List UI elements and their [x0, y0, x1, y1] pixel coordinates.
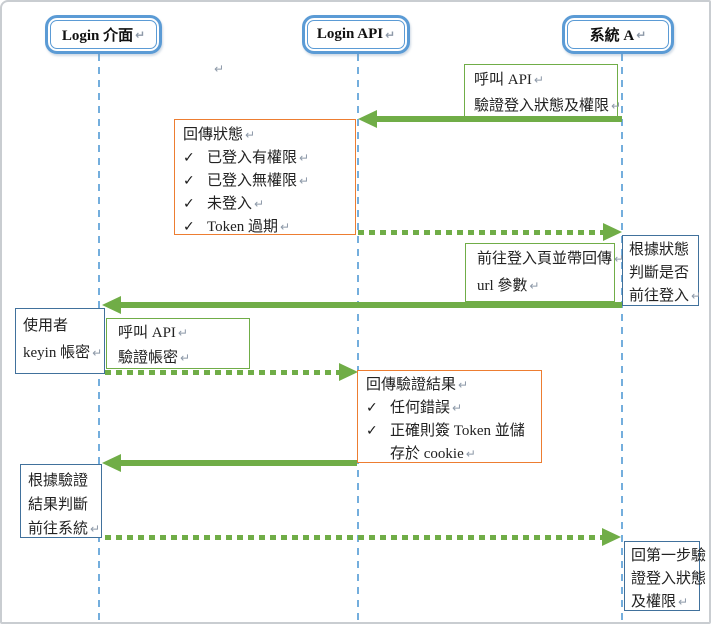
checkmark-icon: ✓ [366, 400, 378, 416]
note-line: 根據驗證 [28, 473, 89, 489]
note-line: 已登入無權限 [207, 173, 298, 189]
checkmark-icon: ✓ [183, 173, 195, 189]
return-mark-icon: ↵ [385, 27, 396, 42]
return-mark-icon: ↵ [135, 27, 146, 42]
lifeline-login-api [357, 54, 359, 622]
note-title: 回傳驗證結果 [366, 377, 457, 393]
return-mark-icon: ↵ [533, 73, 544, 87]
note-line: 驗證帳密 [118, 350, 179, 366]
return-mark-icon: ↵ [611, 99, 622, 113]
actor-system-a: 系統 A↵ [562, 15, 674, 54]
actor-login-api-label: Login API [316, 26, 384, 42]
return-mark-icon: ↵ [465, 447, 476, 461]
actor-login-ui-label: Login 介面 [61, 28, 134, 44]
arrow-return-result-head-icon [102, 454, 121, 472]
note-goto-login-page: 前往登入頁並帶回傳↵ url 參數↵ [465, 243, 624, 302]
note-line: 前往系統 [28, 521, 89, 537]
note-back-to-step1-verify: 回第一步驗 證登入狀態 及權限↵ [624, 541, 707, 611]
return-mark-icon: ↵ [452, 401, 463, 415]
arrow-redirect-login-head-icon [102, 296, 121, 314]
note-line: 未登入 [207, 196, 253, 212]
note-line: 使用者 [23, 318, 69, 334]
note-line: 根據狀態 [629, 242, 690, 258]
actor-login-ui: Login 介面↵ [45, 15, 162, 54]
return-mark-icon: ↵ [691, 289, 702, 303]
arrow-redirect-login-line [118, 302, 622, 308]
return-mark-icon: ↵ [299, 151, 310, 165]
checkmark-icon: ✓ [366, 423, 378, 439]
note-line: url 參數 [477, 278, 528, 294]
lifeline-system-a [621, 54, 623, 622]
note-judge-result-goto-system: 根據驗證 結果判斷 前往系統↵ [20, 464, 102, 538]
actor-system-a-label: 系統 A [589, 28, 635, 44]
note-title: 回傳狀態 [183, 127, 244, 143]
note-line: 前往登入頁並帶回傳 [477, 251, 613, 267]
note-call-api-verify-account: 呼叫 API↵ 驗證帳密↵ [106, 318, 250, 369]
arrow-goto-system-head-icon [602, 528, 621, 546]
arrow-call-api-line [374, 116, 622, 122]
note-line: keyin 帳密 [23, 345, 91, 361]
note-line: 驗證登入狀態及權限 [474, 98, 610, 114]
checkmark-icon: ✓ [183, 219, 195, 235]
note-line: 判斷是否 [629, 265, 690, 281]
return-mark-icon: ↵ [177, 326, 188, 340]
note-judge-goto-login: 根據狀態 判斷是否 前往登入↵ [622, 235, 702, 306]
arrow-return-result-line [118, 460, 357, 466]
arrow-submit-credentials-head-icon [339, 363, 358, 381]
note-line: 呼叫 API [474, 72, 532, 88]
note-line: 回第一步驗 [631, 548, 707, 564]
actor-login-api: Login API↵ [302, 15, 410, 54]
checkmark-icon: ✓ [183, 196, 195, 212]
note-call-api-verify-status: 呼叫 API↵ 驗證登入狀態及權限↵ [464, 64, 622, 119]
return-mark-icon: ↵ [299, 174, 310, 188]
note-line: Token 過期 [207, 219, 279, 235]
return-mark-icon: ↵ [254, 197, 265, 211]
return-mark-icon: ↵ [214, 62, 225, 76]
checkmark-icon: ✓ [183, 150, 195, 166]
return-mark-icon: ↵ [636, 27, 647, 42]
return-mark-icon: ↵ [458, 378, 469, 392]
note-return-status: 回傳狀態↵ ✓已登入有權限↵ ✓已登入無權限↵ ✓未登入↵ ✓Token 過期↵ [174, 119, 356, 235]
arrow-submit-credentials-line [105, 370, 341, 375]
return-mark-icon: ↵ [92, 346, 103, 360]
note-line: 任何錯誤 [390, 400, 451, 416]
arrow-return-status-head-icon [603, 223, 622, 241]
return-mark-icon: ↵ [90, 522, 101, 536]
note-line: 呼叫 API [118, 325, 176, 341]
note-line: 證登入狀態 [631, 571, 707, 587]
return-mark-icon: ↵ [280, 220, 291, 234]
arrow-return-status-line [358, 230, 605, 235]
note-line: 正確則簽 Token 並儲 [390, 423, 525, 439]
return-mark-icon: ↵ [529, 279, 540, 293]
note-line: 結果判斷 [28, 497, 89, 513]
return-mark-icon: ↵ [614, 252, 625, 266]
note-line: 及權限 [631, 594, 677, 610]
note-return-verify-result: 回傳驗證結果↵ ✓任何錯誤↵ ✓正確則簽 Token 並儲 存於 cookie↵ [357, 370, 542, 463]
arrow-goto-system-line [105, 535, 604, 540]
note-line: 已登入有權限 [207, 150, 298, 166]
note-line: 前往登入 [629, 288, 690, 304]
arrow-call-api-head-icon [358, 110, 377, 128]
note-user-keyin: 使用者 keyin 帳密↵ [15, 308, 105, 374]
return-mark-icon: ↵ [678, 595, 689, 609]
return-mark-icon: ↵ [245, 128, 256, 142]
return-mark-icon: ↵ [180, 351, 191, 365]
note-line: 存於 cookie [390, 446, 464, 462]
